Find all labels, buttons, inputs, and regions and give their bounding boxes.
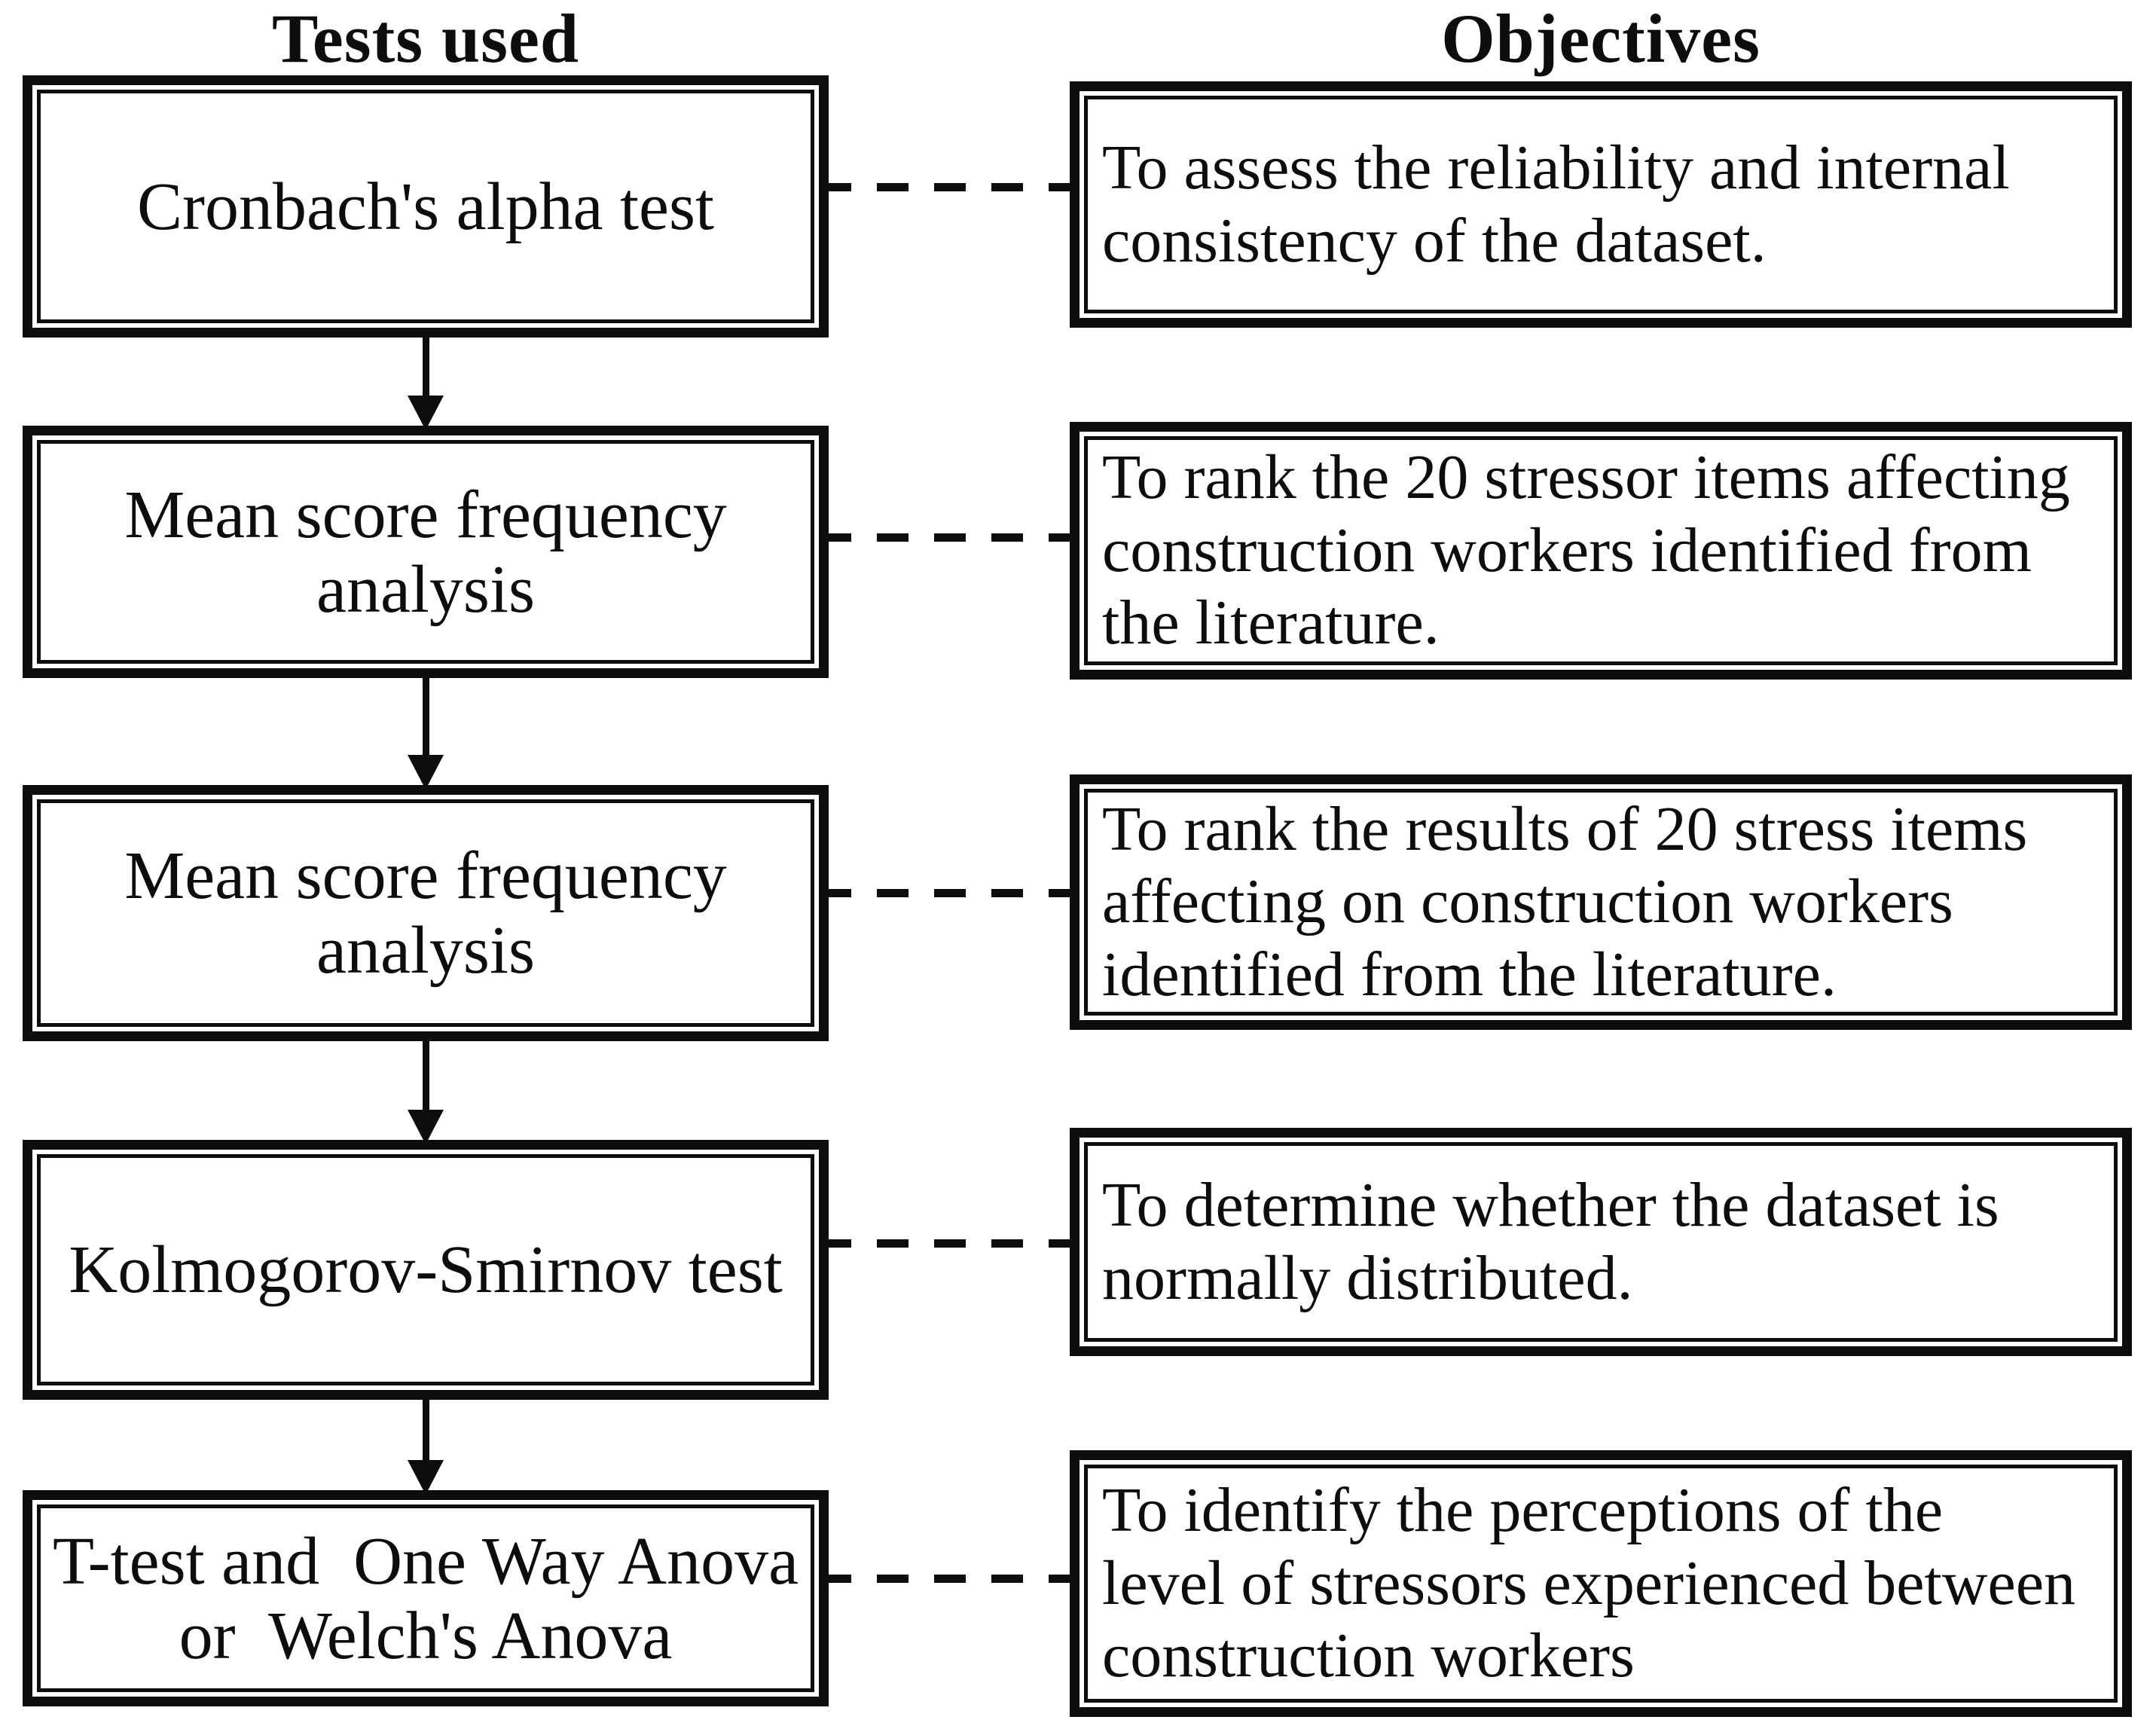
connector-dashed-line xyxy=(820,183,1070,191)
test-label: Mean score frequency analysis xyxy=(124,477,727,627)
connector-dashed-line xyxy=(820,1575,1070,1583)
down-arrow-head-icon xyxy=(408,1110,444,1144)
down-arrow-head-icon xyxy=(408,1460,444,1495)
test-label: Mean score frequency analysis xyxy=(124,839,727,988)
column-header-objectives: Objectives xyxy=(1441,0,1761,77)
objective-box: To rank the results of 20 stress items a… xyxy=(1070,774,2132,1030)
down-arrow-stem xyxy=(423,678,429,756)
down-arrow-stem xyxy=(423,1041,429,1111)
column-header-tests: Tests used xyxy=(272,0,579,77)
test-label: Cronbach's alpha test xyxy=(136,169,714,244)
objective-box: To identify the perceptions of the level… xyxy=(1070,1450,2132,1717)
objective-label: To rank the results of 20 stress items a… xyxy=(1102,793,2028,1010)
objective-box: To rank the 20 stressor items affecting … xyxy=(1070,422,2132,680)
objective-box: To determine whether the dataset is norm… xyxy=(1070,1128,2132,1356)
objective-label: To assess the reliability and internal c… xyxy=(1102,132,2010,276)
test-box: Mean score frequency analysis xyxy=(23,785,829,1041)
down-arrow-stem xyxy=(423,338,429,397)
test-label: T-test and One Way Anova or Welch's Anov… xyxy=(52,1523,799,1673)
connector-dashed-line xyxy=(820,533,1070,542)
objective-label: To determine whether the dataset is norm… xyxy=(1102,1169,1999,1313)
down-arrow-head-icon xyxy=(408,755,444,790)
objective-box: To assess the reliability and internal c… xyxy=(1070,81,2132,328)
connector-dashed-line xyxy=(820,1239,1070,1248)
down-arrow-stem xyxy=(423,1400,429,1462)
test-box: Kolmogorov-Smirnov test xyxy=(23,1140,829,1400)
objective-label: To identify the perceptions of the level… xyxy=(1102,1475,2076,1691)
objective-label: To rank the 20 stressor items affecting … xyxy=(1102,442,2070,658)
test-box: T-test and One Way Anova or Welch's Anov… xyxy=(23,1490,829,1706)
test-label: Kolmogorov-Smirnov test xyxy=(69,1233,783,1307)
down-arrow-head-icon xyxy=(408,396,444,430)
test-box: Cronbach's alpha test xyxy=(23,75,829,338)
test-box: Mean score frequency analysis xyxy=(23,426,829,678)
connector-dashed-line xyxy=(820,889,1070,897)
